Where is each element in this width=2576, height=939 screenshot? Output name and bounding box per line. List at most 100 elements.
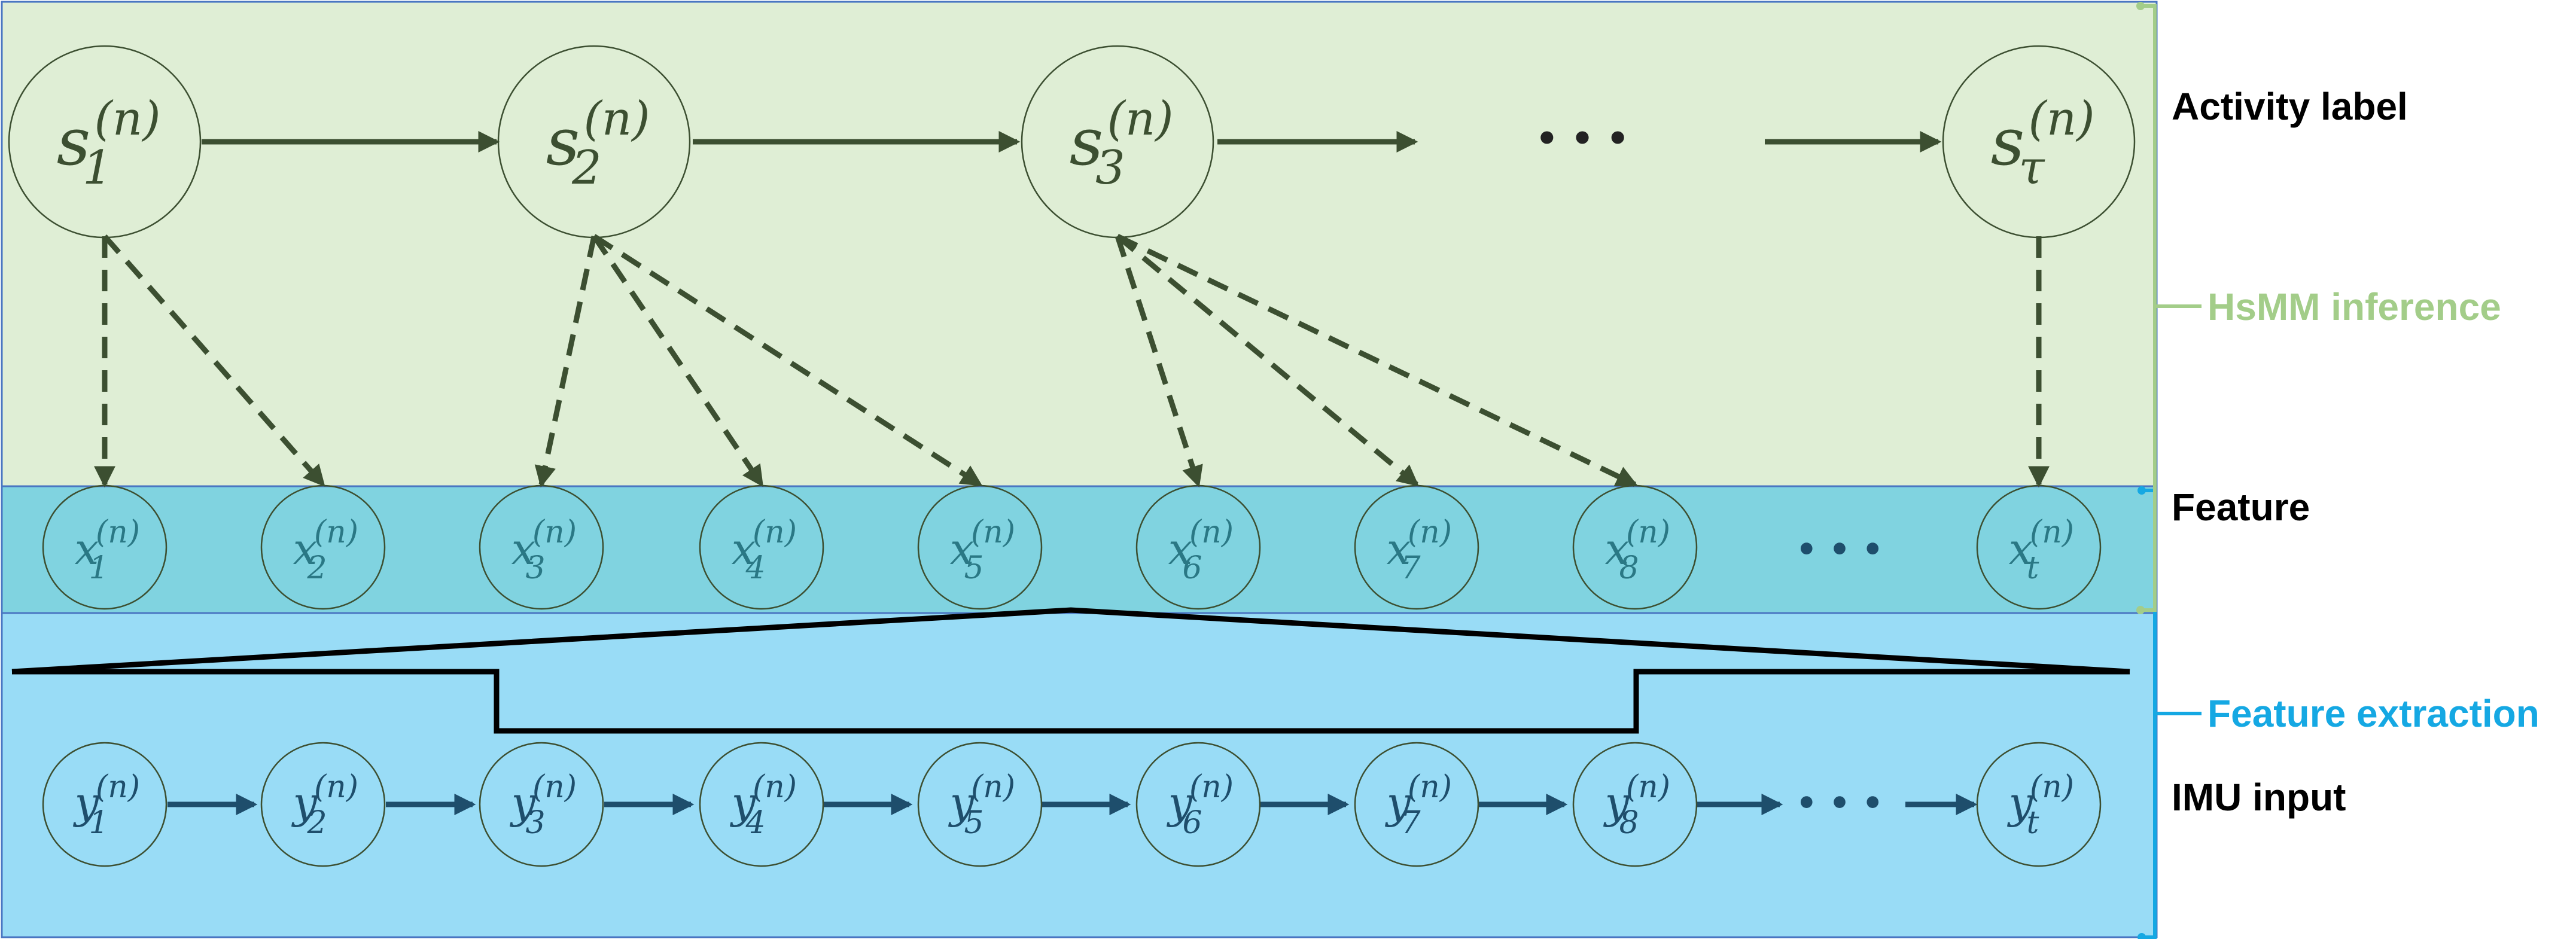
state-node-subscript: 3	[1095, 141, 1125, 195]
feature-node-symbol: x	[1387, 524, 1411, 574]
imu-node-circle	[1572, 742, 1698, 867]
state-node-subscript: 1	[83, 141, 112, 195]
feature-node-circle	[42, 484, 168, 610]
feature-node: x(n)6	[1135, 484, 1261, 610]
imu-node-subscript: 8	[1619, 805, 1639, 841]
feature-node-superscript: (n)	[96, 514, 140, 550]
emission-arrow	[1115, 235, 1203, 488]
emission-arrow	[1116, 233, 1638, 487]
state-node-symbol: s	[1070, 103, 1103, 180]
feature-node-superscript: (n)	[1626, 514, 1670, 550]
imu-node-subscript: 3	[525, 805, 545, 841]
feature-node-symbol: x	[950, 524, 975, 574]
state-node-circle	[1942, 45, 2136, 239]
feature-node-circle	[479, 484, 604, 610]
state-node: s(n)1	[8, 45, 202, 239]
imu-node: y(n)8	[1572, 742, 1698, 867]
feature-node-symbol: x	[75, 524, 99, 574]
feature-node-symbol: x	[511, 524, 536, 574]
state-ellipsis: • • •	[1536, 118, 1630, 160]
state-node: s(n)2	[497, 45, 691, 239]
feature-band	[1, 485, 2158, 614]
imu-node-superscript: (n)	[1189, 769, 1234, 805]
imu-node-circle	[42, 742, 168, 867]
feature-node-superscript: (n)	[314, 514, 358, 550]
feature-node-circle	[1572, 484, 1698, 610]
imu-input-band	[1, 612, 2158, 938]
imu-node-circle	[479, 742, 604, 867]
imu-node-symbol: y	[291, 778, 318, 828]
imu-node-subscript: 1	[89, 805, 108, 841]
feature-node-subscript: 5	[964, 550, 983, 586]
feature-node-subscript: 1	[89, 550, 108, 586]
state-node-superscript: (n)	[583, 92, 650, 146]
state-node-symbol: s	[546, 103, 580, 180]
state-node: s(n)3	[1021, 45, 1214, 239]
imu-node-subscript: 5	[964, 805, 983, 841]
state-node-circle	[497, 45, 691, 239]
state-node-symbol: s	[57, 103, 90, 180]
imu-node-superscript: (n)	[314, 769, 358, 805]
feature-node: x(n)5	[917, 484, 1043, 610]
imu-node-superscript: (n)	[532, 769, 577, 805]
imu-node: y(n)t	[1976, 742, 2102, 867]
imu-node-subscript: 6	[1182, 805, 1202, 841]
imu-node-symbol: y	[2007, 778, 2034, 828]
activity-label-band	[1, 1, 2158, 487]
state-node-superscript: (n)	[94, 92, 160, 146]
feature-extraction-window	[11, 607, 2130, 734]
feature-node-circle	[260, 484, 386, 610]
state-node-circle	[1021, 45, 1214, 239]
state-node-superscript: (n)	[1107, 92, 1173, 146]
imu-ellipsis: • • •	[1796, 784, 1883, 823]
imu-node: y(n)4	[699, 742, 824, 867]
feature-node-subscript: 4	[745, 550, 765, 586]
feature-node-superscript: (n)	[532, 514, 577, 550]
feature-node-symbol: x	[293, 524, 318, 574]
feature-text: Feature	[2172, 486, 2310, 529]
imu-node-subscript: 7	[1400, 805, 1421, 841]
emission-arrow	[592, 234, 983, 487]
feature-node-subscript: t	[2027, 550, 2039, 586]
imu-node-circle	[1976, 742, 2102, 867]
feature-node-subscript: 7	[1400, 550, 1421, 586]
emission-arrow	[534, 236, 597, 488]
feature-node-symbol: x	[1605, 524, 1630, 574]
feature-node-symbol: x	[2009, 524, 2033, 574]
feature-node-subscript: 3	[525, 550, 545, 586]
hsmm-inference-text: HsMM inference	[2207, 285, 2501, 328]
state-node-subscript: τ	[2018, 141, 2045, 195]
feature-node: x(n)1	[42, 484, 168, 610]
feature-node-superscript: (n)	[971, 514, 1015, 550]
imu-node: y(n)7	[1354, 742, 1479, 867]
imu-node-superscript: (n)	[1408, 769, 1452, 805]
imu-node-superscript: (n)	[96, 769, 140, 805]
feature-node: x(n)3	[479, 484, 604, 610]
activity-label-text: Activity label	[2172, 85, 2408, 128]
feature-node-subscript: 8	[1619, 550, 1639, 586]
imu-node-circle	[1135, 742, 1261, 867]
feature-node-superscript: (n)	[1408, 514, 1452, 550]
imu-node-symbol: y	[1167, 778, 1193, 828]
state-node-subscript: 2	[571, 141, 602, 195]
feature-node: x(n)8	[1572, 484, 1698, 610]
imu-node-circle	[1354, 742, 1479, 867]
imu-node-circle	[917, 742, 1043, 867]
state-node-superscript: (n)	[2028, 92, 2094, 146]
imu-node-circle	[260, 742, 386, 867]
imu-node-symbol: y	[948, 778, 975, 828]
emission-arrow	[102, 234, 325, 487]
feature-node-symbol: x	[732, 524, 756, 574]
feature-node: x(n)t	[1976, 484, 2102, 610]
imu-node-symbol: y	[73, 778, 100, 828]
imu-node: y(n)2	[260, 742, 386, 867]
imu-node-symbol: y	[1385, 778, 1412, 828]
feature-node-subscript: 2	[306, 550, 327, 586]
imu-node: y(n)6	[1135, 742, 1261, 867]
feature-ellipsis: • • •	[1796, 531, 1883, 569]
feature-node-subscript: 6	[1182, 550, 1202, 586]
